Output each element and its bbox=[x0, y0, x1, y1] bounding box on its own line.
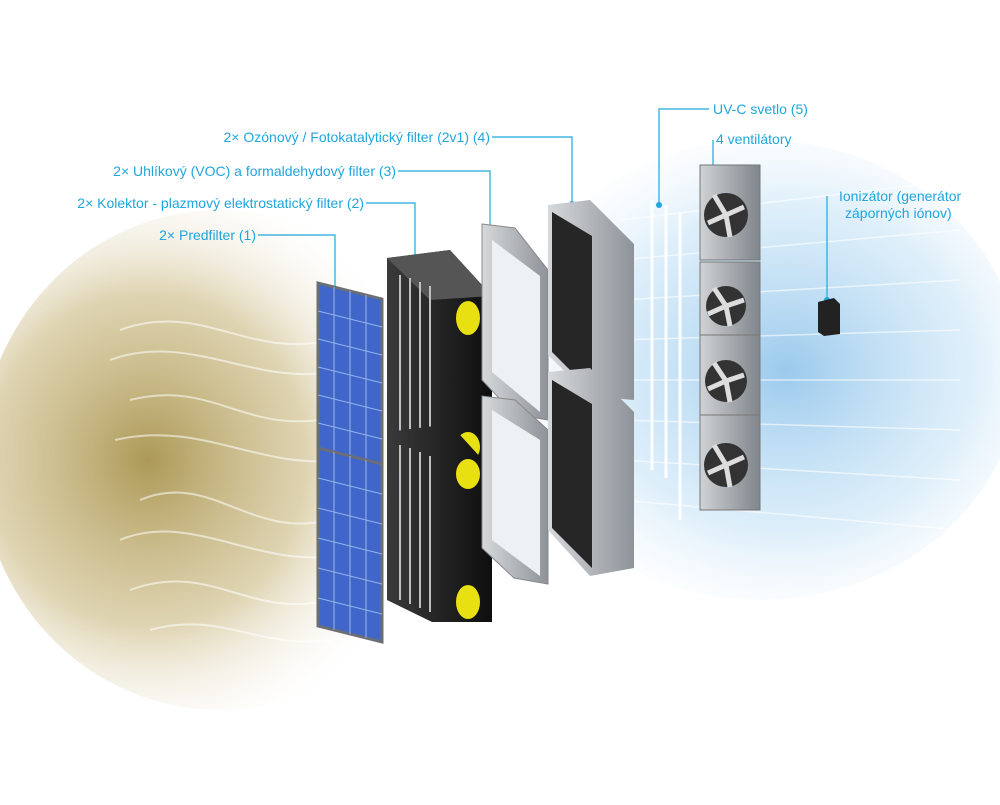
label-ionizer-line2: záporných iónov) bbox=[845, 205, 952, 221]
label-uvc: UV-C svetlo (5) bbox=[713, 101, 808, 117]
label-carbon: 2× Uhlíkový (VOC) a formaldehydový filte… bbox=[113, 163, 396, 179]
label-collector: 2× Kolektor - plazmový elektrostatický f… bbox=[77, 195, 364, 211]
fan-icon bbox=[699, 164, 761, 511]
label-fans: 4 ventilátory bbox=[716, 131, 792, 147]
label-prefilter: 2× Predfilter (1) bbox=[159, 227, 256, 243]
carbon-filter-frames bbox=[481, 223, 549, 585]
ionizer-icon bbox=[818, 298, 840, 336]
prefilter-panels bbox=[316, 281, 384, 644]
label-ozone: 2× Ozónový / Fotokatalytický filter (2v1… bbox=[223, 129, 490, 145]
label-ionizer-line1: Ionizátor (generátor bbox=[839, 188, 962, 204]
collector-modules bbox=[387, 250, 492, 622]
leader-lines bbox=[258, 108, 828, 300]
ozone-filter-units bbox=[548, 200, 634, 576]
uv-lamp-icon bbox=[650, 200, 682, 520]
knob-icon bbox=[456, 301, 480, 335]
